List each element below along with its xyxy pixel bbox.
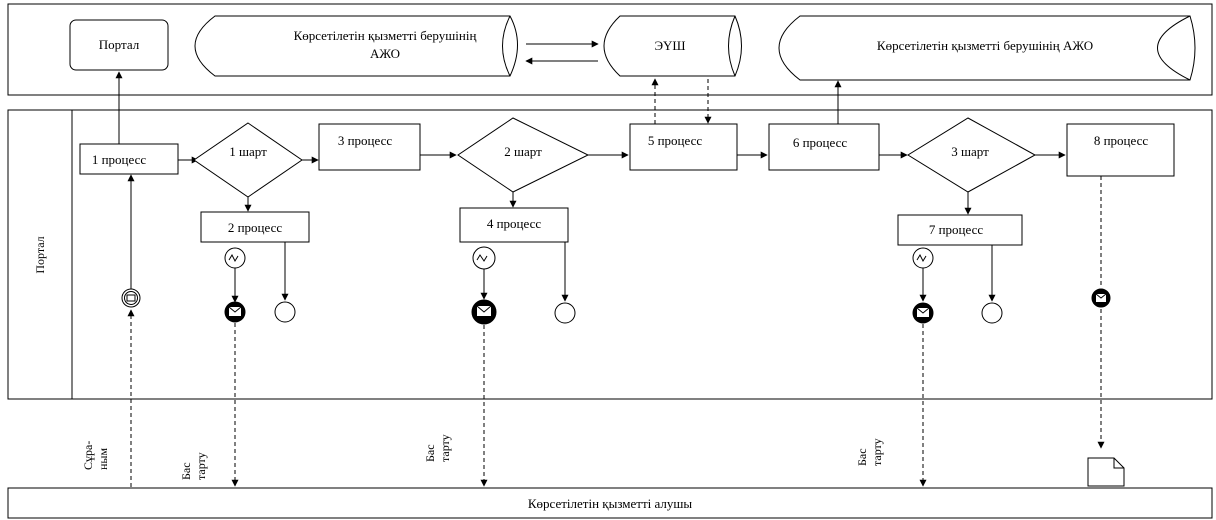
svg-text:ным: ным [96,448,110,470]
provider-system-right-label: Көрсетілетін қызметті берушінің АЖО [877,38,1093,53]
eush-label: ЭҮШ [654,38,685,53]
svg-text:Сұра-: Сұра- [81,441,95,470]
process-2-label: 2 процесс [228,220,283,235]
process-1 [79,143,179,175]
portal-box-label: Портал [99,37,140,52]
end-event-1 [274,301,296,323]
svg-text:Бас: Бас [855,448,869,466]
refusal-label-2: Бас тарту [423,434,452,462]
process-8 [1066,123,1175,177]
process-5-label: 5 процесс [648,133,703,148]
provider-system-right [778,15,1196,81]
condition-2-label: 2 шарт [504,144,542,159]
request-label: Сұра- ным [81,441,110,470]
refusal-label-1: Бас тарту [179,452,208,480]
condition-3-label: 3 шарт [951,144,989,159]
process-6-label: 6 процесс [793,135,848,150]
process-6 [768,123,880,171]
svg-text:тарту: тарту [194,452,208,480]
refusal-label-3: Бас тарту [855,438,884,466]
process-3 [318,123,421,171]
eush-system [603,15,742,77]
service-receiver-lane [7,487,1213,519]
process-4-label: 4 процесс [487,216,542,231]
provider-system-left-label-line1: Көрсетілетін қызметті берушінің [294,28,477,43]
svg-text:Бас: Бас [423,444,437,462]
end-event-2 [554,302,576,324]
process-4 [459,207,569,243]
svg-text:тарту: тарту [438,434,452,462]
process-8-label: 8 процесс [1094,133,1149,148]
portal-lane-label: Портал [33,236,47,273]
timer-icon-3 [912,247,934,269]
message-end-icon-2 [471,299,497,325]
svg-text:тарту: тарту [870,438,884,466]
condition-1-label: 1 шарт [229,144,267,159]
process-7-label: 7 процесс [929,222,984,237]
process-7 [897,214,1023,246]
provider-system-left-label-line2: АЖО [370,46,400,61]
service-receiver-label: Көрсетілетін қызметті алушы [528,496,693,511]
provider-system-left [194,15,518,77]
timer-icon-2 [472,246,496,270]
message-end-icon-3 [912,302,934,324]
svg-text:Бас: Бас [179,462,193,480]
message-start-icon [121,288,141,308]
portal-box [69,19,169,71]
document-icon [1087,457,1125,487]
process-5 [629,123,738,171]
message-end-icon-4 [1091,288,1111,308]
process-2 [200,211,310,243]
message-end-icon-1 [224,301,246,323]
end-event-3 [981,302,1003,324]
process-1-label: 1 процесс [92,152,147,167]
process-3-label: 3 процесс [338,133,393,148]
timer-icon-1 [224,247,246,269]
